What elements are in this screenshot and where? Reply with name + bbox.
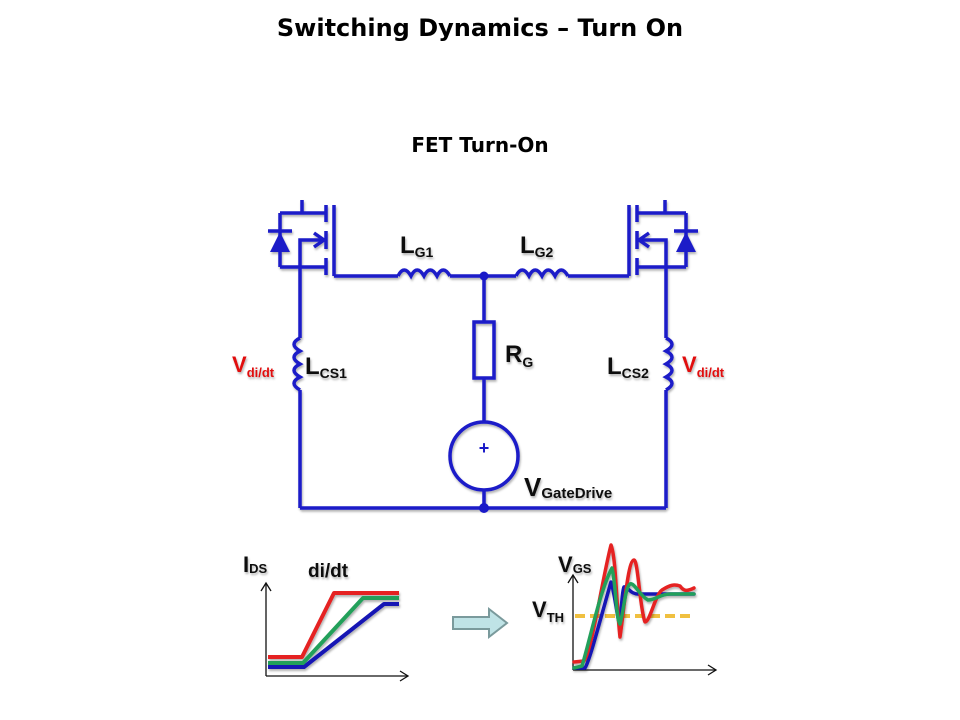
label-rg: RG: [505, 341, 533, 370]
junction-top-icon: [479, 271, 489, 281]
ids-y-label: IDS: [243, 552, 268, 577]
resistor-rg-icon: [472, 320, 496, 380]
ids-trace-blue: [268, 602, 399, 669]
vgs-y-axis-arrow-icon: [567, 573, 579, 584]
inductor-lg2-icon: [514, 268, 570, 280]
ids-trace-green: [268, 596, 399, 665]
diagram-subtitle: FET Turn-On: [411, 133, 549, 157]
vgs-x-axis-arrow-icon: [707, 664, 718, 676]
ids-y-axis-arrow-icon: [260, 581, 272, 592]
label-vdidt-right: Vdi/dt: [682, 352, 725, 380]
inductor-lcs1-icon: [292, 336, 304, 392]
label-vdidt-left: Vdi/dt: [232, 352, 275, 380]
ids-plot: IDS di/dt: [243, 552, 410, 682]
vgs-trace-green: [572, 566, 696, 670]
slide-title: Switching Dynamics – Turn On: [276, 14, 684, 42]
ids-didt-annotation: di/dt: [308, 561, 349, 582]
diode-q1-icon: [270, 232, 290, 252]
vgs-trace-red: [572, 543, 696, 664]
mosfet-q1-icon: [278, 200, 398, 300]
vgs-y-label: VGS: [558, 552, 592, 577]
vth-label: VTH: [532, 597, 564, 625]
label-vgatedrive: VGateDrive: [524, 472, 612, 502]
junction-bottom-icon: [479, 503, 489, 513]
ids-trace-red: [268, 591, 399, 659]
right-arrow-icon: [452, 606, 509, 640]
diode-q2-icon: [676, 232, 696, 252]
label-lcs1: LCS1: [305, 353, 347, 381]
label-lg1: LG1: [400, 232, 434, 260]
ids-x-axis-arrow-icon: [399, 670, 410, 682]
source-plus-sign: +: [479, 438, 490, 458]
inductor-lcs2-icon: [662, 336, 674, 392]
mosfet-q2-icon: [568, 200, 688, 300]
inductor-lg1-icon: [396, 268, 452, 280]
vgs-plot: VGS VTH: [532, 543, 718, 676]
label-lcs2: LCS2: [607, 353, 649, 381]
label-lg2: LG2: [520, 232, 554, 260]
